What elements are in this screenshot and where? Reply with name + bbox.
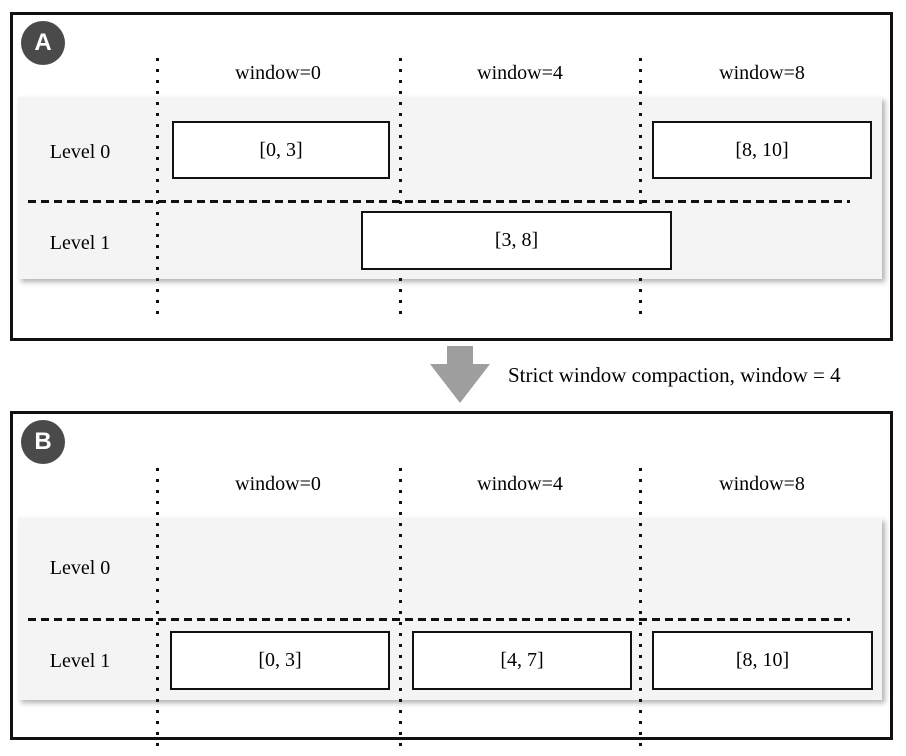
panel-b-window-boundary-line-1 [399, 468, 402, 752]
panel-a-window-label-1: window=4 [477, 62, 563, 84]
panel-a-window-label-0: window=0 [235, 62, 321, 84]
panel-b-window-label-1: window=4 [477, 473, 563, 495]
run-box-b-level1-2: [8, 10] [652, 631, 873, 690]
panel-b-window-boundary-line-2 [639, 468, 642, 752]
run-box-a-level0-0: [0, 3] [172, 121, 390, 179]
panel-a-window-boundary-line-1 [399, 58, 402, 322]
panel-b-badge: B [21, 420, 65, 464]
panel-b-window-label-0: window=0 [235, 473, 321, 495]
panel-b-window-boundary-line-0 [156, 468, 159, 752]
panel-a-level1-label: Level 1 [49, 232, 111, 254]
panel-b-level-divider-dashed-line [28, 618, 850, 621]
panel-a: A window=0 window=4 window=8 Level 0 Lev… [10, 12, 893, 341]
compaction-caption: Strict window compaction, window = 4 [508, 363, 841, 387]
run-box-a-level1-0: [3, 8] [361, 211, 672, 270]
panel-a-window-boundary-line-2 [639, 58, 642, 322]
panel-b-level1-label: Level 1 [49, 650, 111, 672]
panel-b: B window=0 window=4 window=8 Level 0 Lev… [10, 411, 893, 752]
panel-a-window-boundary-line-0 [156, 58, 159, 322]
panel-a-level-divider-dashed-line [28, 200, 850, 203]
run-box-a-level0-1: [8, 10] [652, 121, 872, 179]
run-box-b-level1-1: [4, 7] [412, 631, 632, 690]
panel-a-window-label-2: window=8 [719, 62, 805, 84]
panel-b-window-label-2: window=8 [719, 473, 805, 495]
panel-a-level0-label: Level 0 [49, 141, 111, 163]
panel-a-badge: A [21, 21, 65, 65]
down-arrow-icon-head [430, 364, 490, 403]
panel-b-level0-label: Level 0 [49, 557, 111, 579]
run-box-b-level1-0: [0, 3] [170, 631, 390, 690]
down-arrow-icon [447, 346, 473, 365]
